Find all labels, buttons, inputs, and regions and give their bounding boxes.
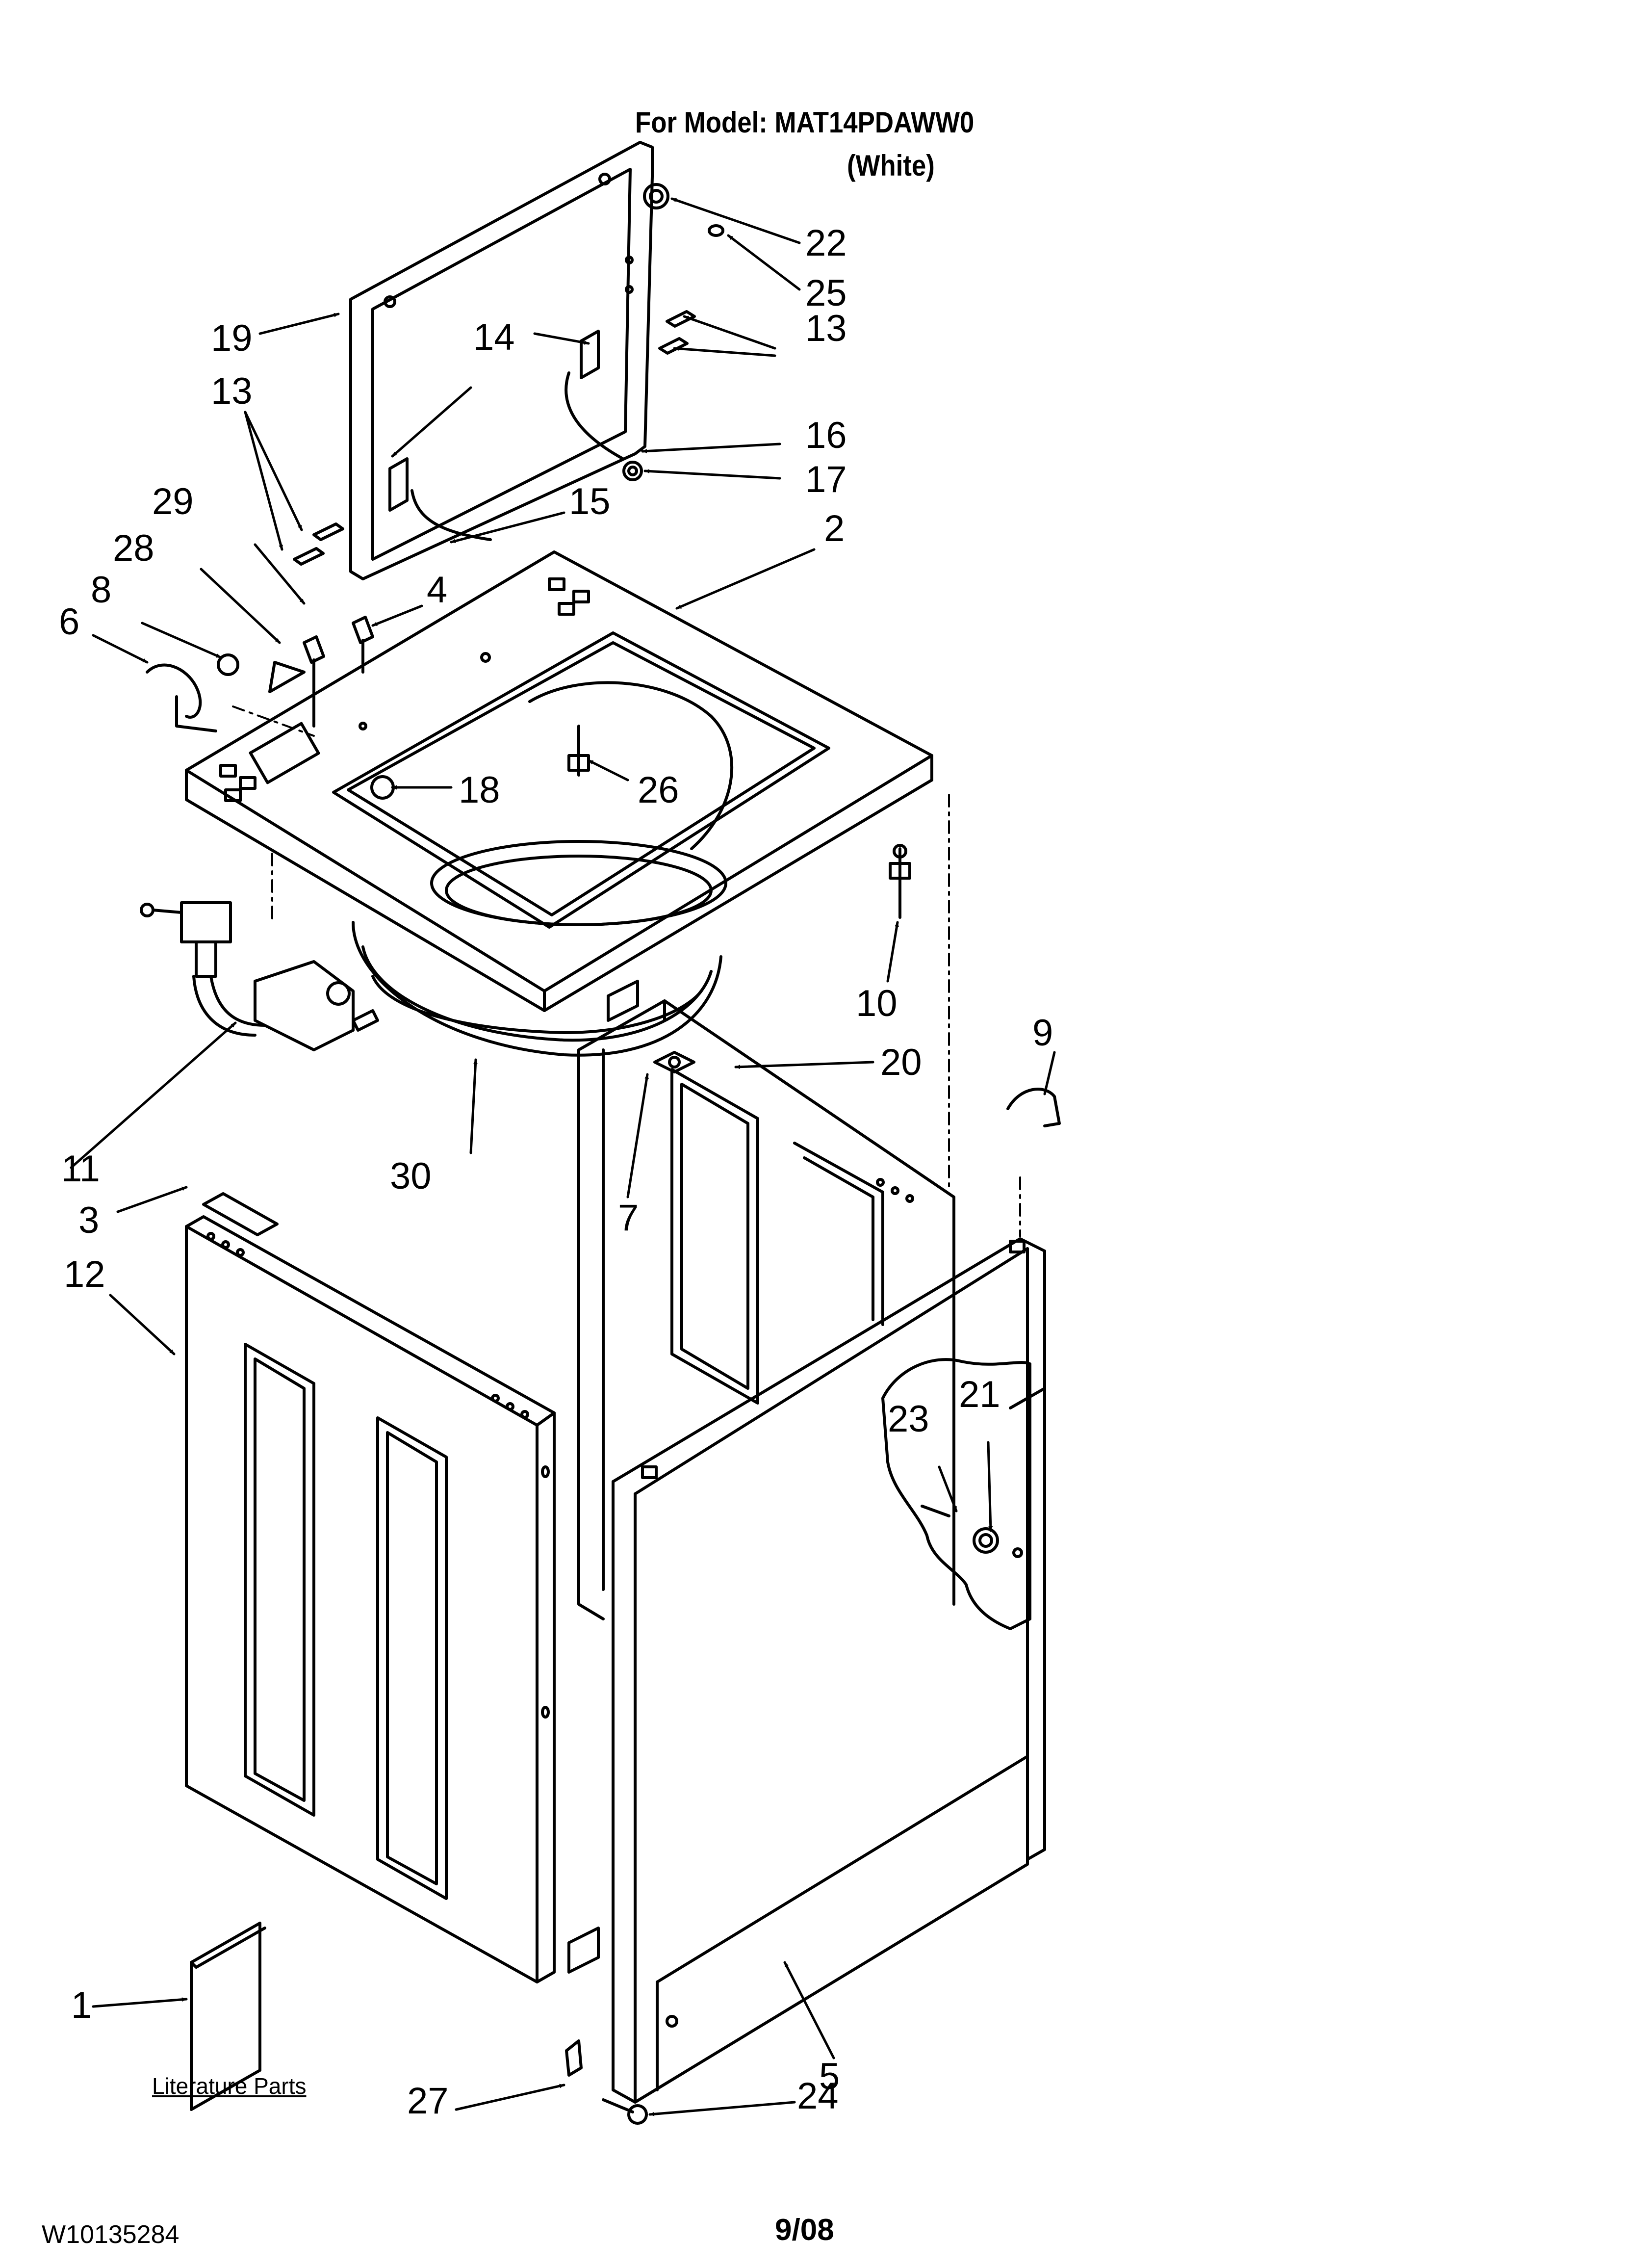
callout-16: 16	[805, 415, 847, 456]
model-title: For Model: MAT14PDAWW0	[635, 106, 975, 139]
left-side-panel	[185, 1215, 556, 1983]
rear-panel	[567, 980, 955, 1974]
callout-19: 19	[211, 317, 253, 359]
callout-6: 6	[59, 601, 80, 643]
lid-frame	[349, 141, 654, 580]
callout-2: 2	[824, 508, 845, 549]
callout-23: 23	[888, 1398, 929, 1440]
callout-14: 14	[473, 316, 515, 358]
callout-13-right: 13	[805, 308, 847, 349]
callout-26: 26	[638, 769, 679, 811]
callout-10: 10	[856, 983, 898, 1024]
alignment-lines	[232, 705, 1021, 1590]
right-side-panel	[612, 1237, 1046, 2104]
callout-4: 4	[427, 569, 448, 611]
callout-13-left: 13	[211, 370, 253, 412]
callout-3: 3	[78, 1199, 100, 1241]
top-panel	[185, 550, 933, 1012]
callout-11: 11	[61, 1148, 100, 1190]
callout-12: 12	[64, 1253, 105, 1295]
callout-27: 27	[407, 2080, 449, 2122]
callout-9: 9	[1032, 1012, 1053, 1054]
callout-5: 5	[819, 2056, 840, 2097]
callout-21: 21	[959, 1374, 1001, 1415]
callout-17: 17	[805, 459, 847, 500]
callout-25: 25	[805, 272, 847, 314]
revision-date: 9/08	[775, 2213, 834, 2247]
callout-24: 24	[797, 2075, 839, 2117]
tub-ring	[352, 921, 722, 1057]
callout-8: 8	[91, 569, 112, 611]
callout-15: 15	[569, 481, 611, 522]
callout-30: 30	[390, 1155, 432, 1197]
hinge	[293, 183, 724, 566]
hardware-parts	[146, 616, 1061, 2125]
lid-switch-harness	[140, 901, 379, 1051]
document-number: W10135284	[42, 2220, 180, 2249]
leader-arrows	[70, 197, 1056, 2116]
literature-parts-label: Literature Parts	[152, 2073, 307, 2099]
model-color: (White)	[847, 149, 935, 182]
callout-28: 28	[113, 527, 154, 569]
callout-18: 18	[459, 769, 500, 811]
callout-29: 29	[152, 481, 194, 522]
callout-7: 7	[618, 1197, 639, 1239]
callout-22: 22	[805, 222, 847, 264]
callout-1: 1	[71, 1984, 92, 2026]
callout-20: 20	[880, 1042, 922, 1083]
